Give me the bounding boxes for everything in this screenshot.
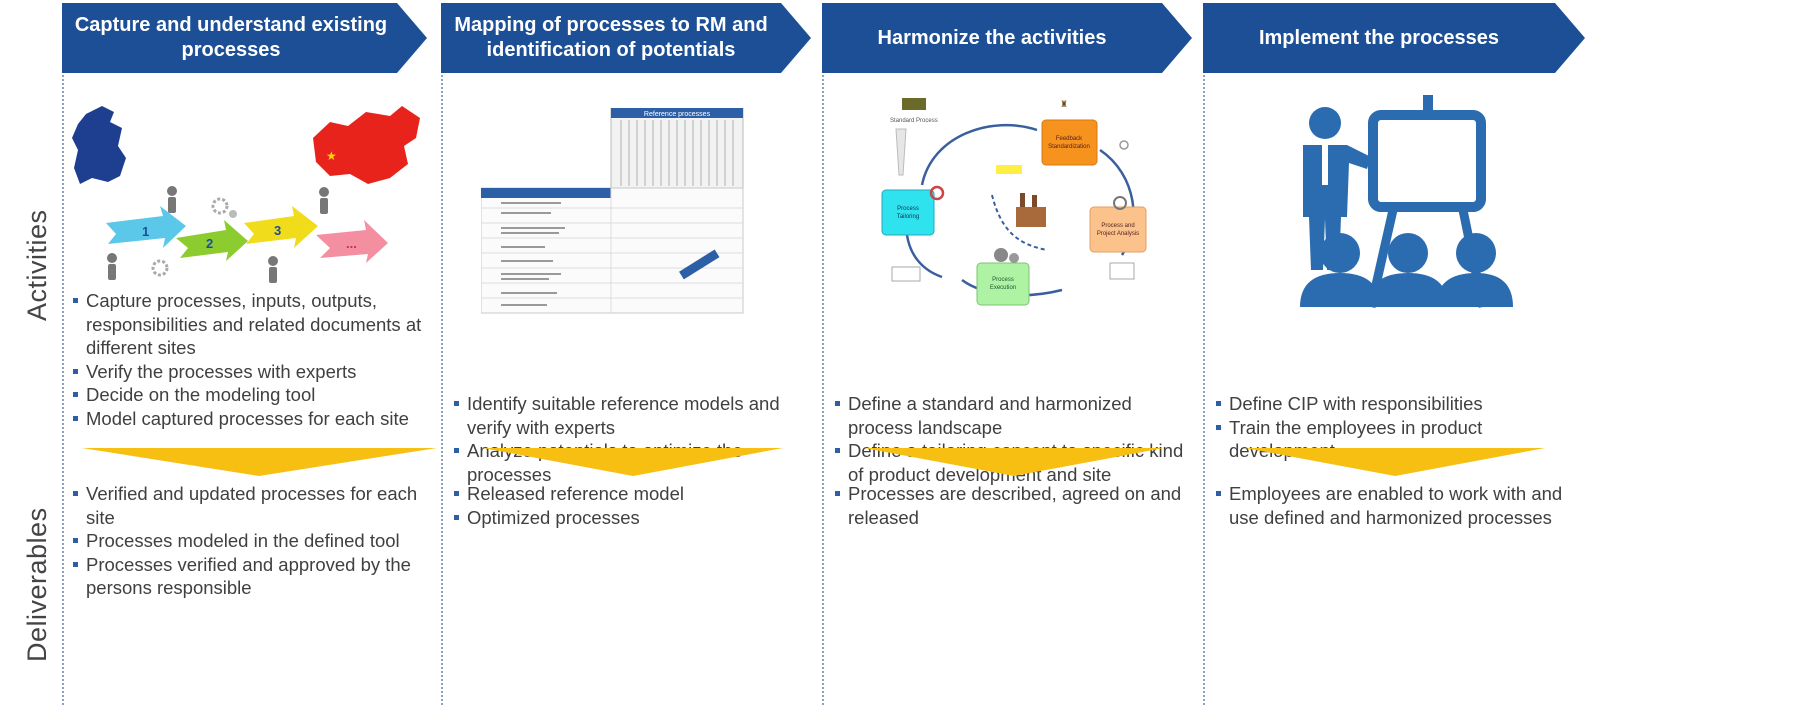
gear-icon [151,259,169,277]
gear-icon [211,197,229,215]
deliverables-label: Deliverables [22,507,52,663]
phase-3-deliverables: Processes are described, agreed on and r… [834,482,1194,529]
column-divider [1203,75,1205,705]
step-1-arrow [106,206,186,248]
deliverable-chevron [864,448,1164,476]
svg-text:2: 2 [206,236,213,251]
step-more-arrow [316,220,388,263]
header-arrow-shape [441,3,811,73]
list-item: Optimized processes [453,506,813,530]
list-item: Verify the processes with experts [72,360,440,384]
phase-3-column: Harmonize the activities Process Tailori… [822,0,1198,705]
process-cycle-icon: Process Tailoring Feedback Standardizati… [881,98,1147,306]
step-3-arrow [244,206,318,248]
svg-text:Process: Process [897,206,919,212]
activities-label: Activities [22,209,52,321]
svg-text:1: 1 [142,224,149,239]
column-divider [441,75,443,705]
phase-4-deliverables: Employees are enabled to work with and u… [1215,482,1587,529]
list-item: Verified and updated processes for each … [72,482,432,529]
phase-1-deliverables: Verified and updated processes for each … [72,482,432,600]
list-item: Identify suitable reference models and v… [453,392,813,439]
phase-3-title: Harmonize the activities [877,26,1107,49]
header-arrow-shape [822,3,1192,73]
header-arrow-shape [62,3,427,73]
list-item: Employees are enabled to work with and u… [1215,482,1587,529]
column-divider [62,75,64,705]
list-item: Decide on the modeling tool [72,383,440,407]
phase-4-title: Implement the processes [1258,26,1500,49]
phase-4-header: Implement the processes [1203,3,1585,73]
svg-text:Project Analysis: Project Analysis [1097,231,1139,237]
phase-3-header: Harmonize the activities [822,3,1192,73]
list-item: Processes modeled in the defined tool [72,529,432,553]
list-item: Processes are described, agreed on and r… [834,482,1194,529]
svg-text:Process: Process [992,277,1014,283]
svg-text:Process and: Process and [1101,223,1134,229]
svg-text:Tailoring: Tailoring [897,214,919,220]
list-item: Model captured processes for each site [72,407,440,431]
svg-text:...: ... [346,236,357,251]
list-item: Processes verified and approved by the p… [72,553,432,600]
svg-text:♜: ♜ [1060,100,1068,110]
svg-text:Standard Process: Standard Process [890,118,938,124]
person-icon [107,253,117,280]
phase-4-illustration [1283,95,1513,315]
list-item: Define a standard and harmonized process… [834,392,1196,439]
svg-text:Feedback: Feedback [1056,136,1083,142]
germany-map-icon [72,106,126,184]
deliverable-chevron [82,448,437,476]
column-divider [822,75,824,705]
svg-text:3: 3 [274,223,281,238]
phase-2-illustration: Reference processes [480,107,751,323]
person-icon [268,256,278,283]
person-icon [167,186,177,213]
deliverable-chevron [1245,448,1545,476]
svg-text:Standardization: Standardization [1048,144,1090,150]
presenter-training-icon [1300,95,1513,308]
phase-4-column: Implement the processes Define CIP wit [1203,0,1600,705]
list-item: Define CIP with responsibilities [1215,392,1590,416]
china-map-icon [313,106,420,184]
phase-2-deliverables: Released reference model Optimized proce… [453,482,813,529]
phase-1-activities: Capture processes, inputs, outputs, resp… [72,289,440,430]
list-item: Capture processes, inputs, outputs, resp… [72,289,440,360]
header-arrow-shape [1203,3,1585,73]
svg-text:★: ★ [326,149,337,163]
deliverable-chevron [483,448,783,476]
svg-text:Execution: Execution [990,285,1016,291]
list-item: Released reference model [453,482,813,506]
step-2-arrow [176,220,248,261]
reference-matrix-icon: Reference processes [480,107,744,314]
phase-1-illustration: ★ 1 2 3 ... [68,98,428,293]
phase-3-illustration: Process Tailoring Feedback Standardizati… [862,95,1162,315]
person-icon [319,187,329,214]
svg-text:Reference processes: Reference processes [644,111,711,118]
